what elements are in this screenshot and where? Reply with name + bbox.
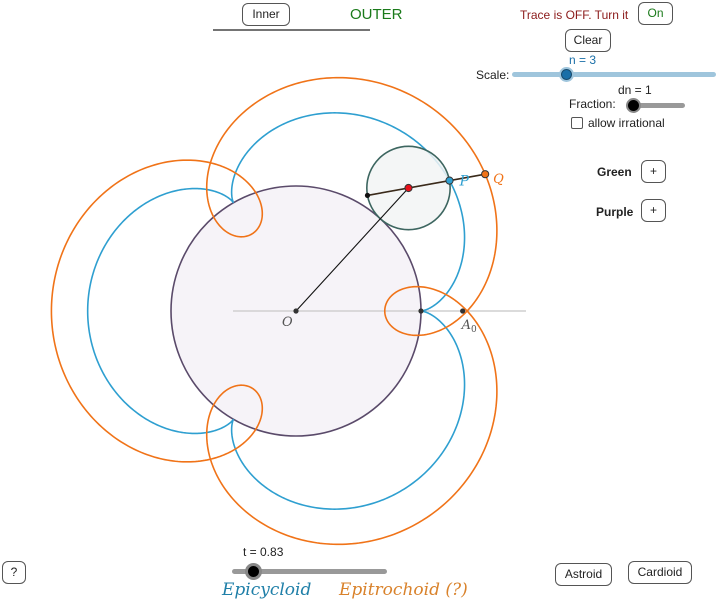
epitrochoid-legend[interactable]: Epitrochoid (?) — [339, 580, 468, 600]
a0-label: A0 — [461, 318, 477, 335]
t-slider-track[interactable] — [232, 569, 387, 574]
p-point[interactable] — [445, 176, 454, 185]
fixed-circle-edge-point — [418, 308, 424, 314]
scale-label: Scale: — [476, 68, 510, 82]
fraction-slider-knob[interactable] — [626, 98, 641, 113]
purple-toggle-button[interactable]: + — [641, 199, 666, 222]
help-button[interactable]: ? — [2, 561, 26, 584]
origin-label: O — [282, 315, 293, 330]
epicycloid-curve — [86, 112, 466, 510]
origin-point[interactable] — [293, 308, 299, 314]
q-point[interactable] — [481, 170, 490, 179]
green-label: Green — [597, 165, 632, 179]
clear-trace-button[interactable]: Clear — [565, 29, 611, 52]
center-to-rolling-center-line — [295, 187, 409, 312]
scale-slider-knob[interactable] — [558, 67, 574, 82]
t-slider-knob[interactable] — [245, 563, 263, 580]
allow-irrational-checkbox[interactable] — [571, 117, 583, 129]
scale-slider-track[interactable] — [512, 72, 716, 77]
t-value-label: t = 0.83 — [243, 545, 284, 559]
fraction-slider-track[interactable] — [627, 103, 685, 108]
q-label: Q — [493, 172, 504, 187]
dn-value-label: dn = 1 — [618, 83, 652, 97]
astroid-button[interactable]: Astroid — [555, 563, 612, 586]
outer-label: OUTER — [350, 6, 403, 23]
start-point-a0[interactable] — [460, 308, 466, 314]
purple-label: Purple — [596, 205, 634, 219]
q-to-rolling-diameter-line — [367, 173, 486, 197]
cardioid-button[interactable]: Cardioid — [628, 561, 692, 584]
trace-status-text: Trace is OFF. Turn it — [520, 8, 629, 22]
epitrochoid-curve — [50, 76, 498, 546]
n-value-label: n = 3 — [569, 53, 597, 67]
fraction-label: Fraction: — [569, 97, 616, 111]
green-toggle-button[interactable]: + — [641, 160, 666, 183]
epicycloid-legend: Epicycloid — [222, 580, 312, 600]
rolling-center-point[interactable] — [404, 183, 413, 193]
trace-on-button[interactable]: On — [638, 2, 673, 25]
inner-button[interactable]: Inner — [242, 3, 290, 26]
p-label: P — [458, 174, 469, 190]
diameter-end-point — [364, 192, 371, 199]
allow-irrational-label: allow irrational — [588, 116, 665, 130]
